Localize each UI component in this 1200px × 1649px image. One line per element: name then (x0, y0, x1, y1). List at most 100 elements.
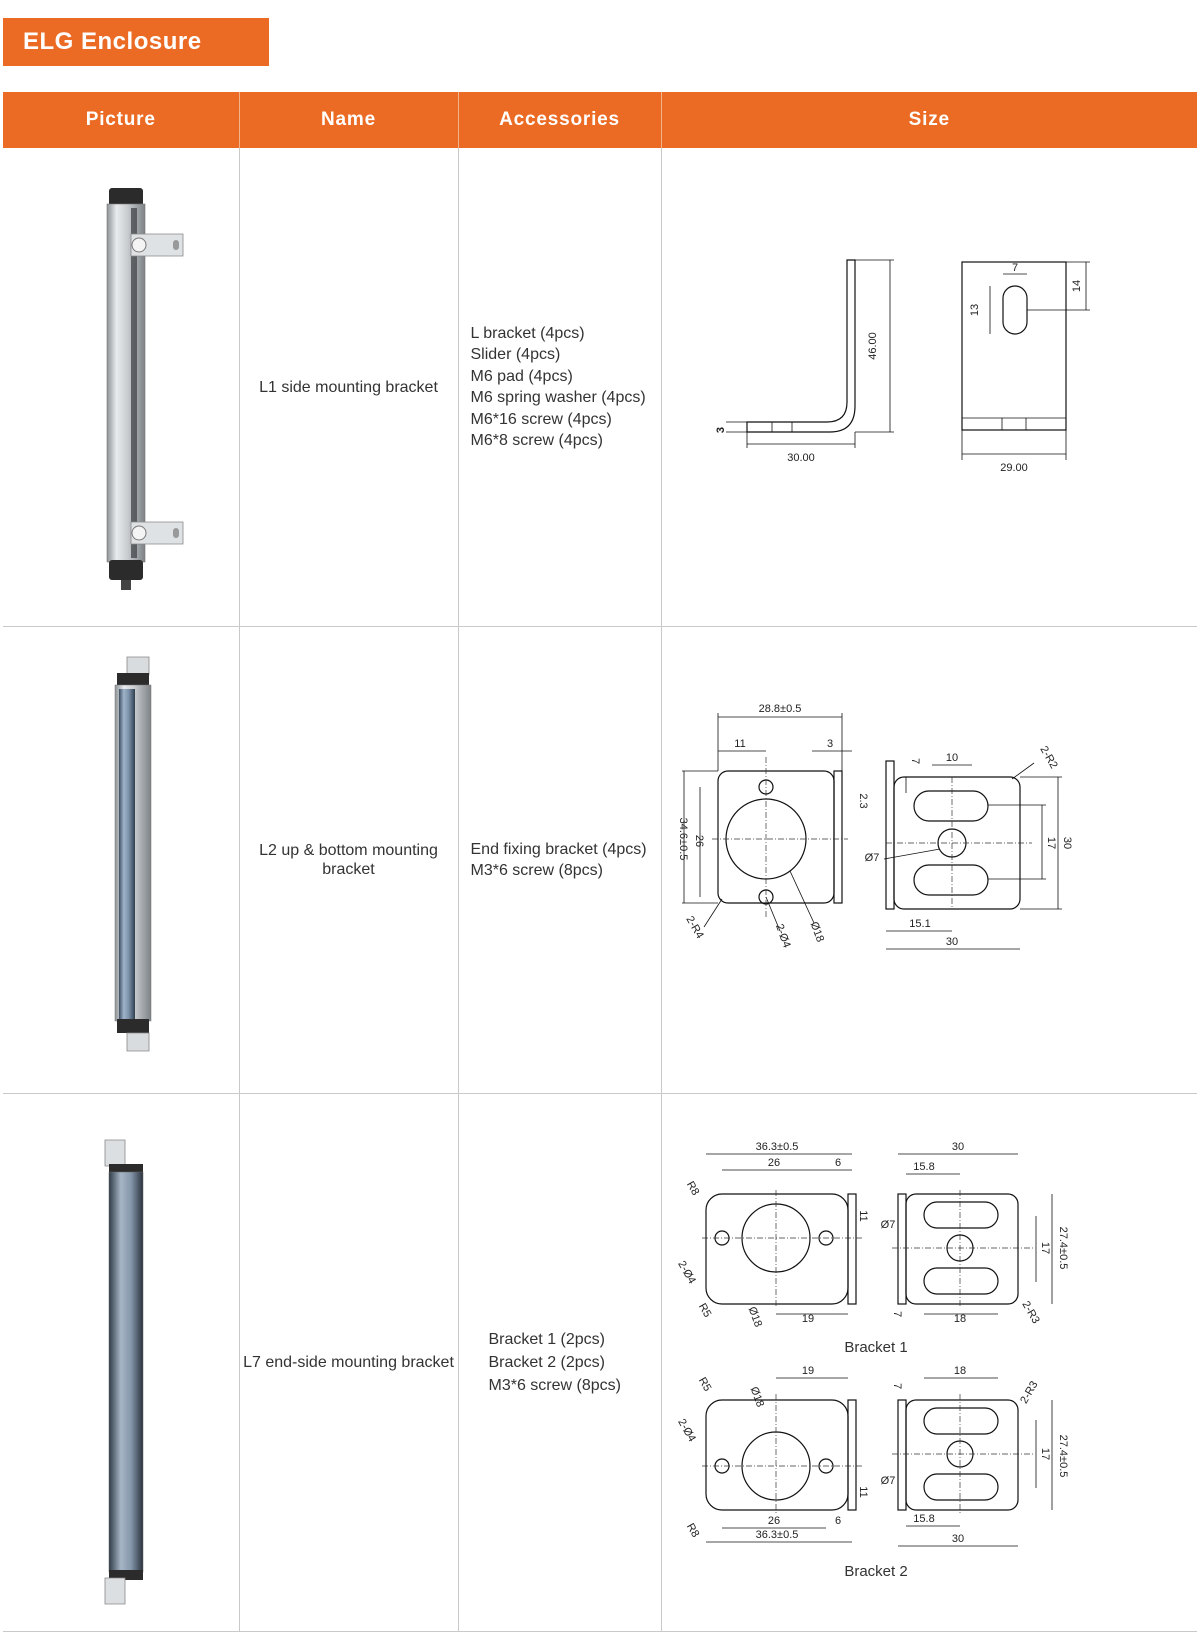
dim-label: 11 (734, 738, 745, 750)
l-bracket-drawing: 46.00 30.00 3 (715, 259, 1090, 474)
dim-label: R8 (683, 1521, 700, 1539)
dim-label: 36.3±0.5 (755, 1529, 798, 1541)
dim-label: Ø7 (880, 1475, 895, 1487)
end-side-bracket-drawing: 36.3±0.5 26 6 R8 11 2-Ø4 R5 Ø18 19 (675, 1141, 1069, 1580)
dim-label: 26 (767, 1515, 779, 1527)
dim-label: 27.4±0.5 (1057, 1227, 1069, 1270)
dim-label: 7 (909, 758, 921, 764)
table-row: L7 end-side mounting bracket Bracket 1 (… (3, 1093, 1197, 1632)
accessories-list: Bracket 1 (2pcs) Bracket 2 (2pcs) M3*6 s… (489, 1328, 661, 1397)
dim-label: Ø18 (747, 1385, 765, 1409)
product-name: L7 end-side mounting bracket (243, 1354, 454, 1371)
product-table: Picture Name Accessories Size (3, 92, 1197, 1632)
dim-label: 7 (1011, 262, 1017, 274)
light-curtain-side-bracket-icon (106, 188, 184, 590)
list-item: M3*6 screw (8pcs) (488, 1377, 621, 1394)
dim-label: 3 (826, 738, 832, 750)
table-row: L1 side mounting bracket L bracket (4pcs… (3, 148, 1197, 627)
dim-label: 17 (1045, 837, 1057, 849)
dim-label: Ø7 (880, 1219, 895, 1231)
dim-label: R8 (683, 1179, 700, 1197)
bracket-2-caption: Bracket 2 (844, 1563, 907, 1580)
dim-label: 46.00 (867, 332, 879, 360)
dim-label: 19 (801, 1313, 813, 1325)
dim-label: 18 (953, 1365, 965, 1377)
size-cell: 46.00 30.00 3 (660, 148, 1197, 627)
product-name: L2 up & bottom mounting bracket (259, 842, 438, 878)
dim-label: 30 (945, 936, 957, 948)
accessories-list: End fixing bracket (4pcs) M3*6 screw (8p… (471, 839, 661, 882)
bracket-1-caption: Bracket 1 (844, 1339, 907, 1356)
dim-label: R5 (695, 1301, 712, 1319)
dim-label: 2-Ø4 (772, 922, 792, 949)
dim-label: 15.1 (909, 918, 930, 930)
picture-cell (3, 1093, 239, 1632)
picture-cell (3, 148, 239, 627)
dim-label: 26 (693, 835, 705, 847)
dim-label: 15.8 (913, 1161, 934, 1173)
dim-label: 34.6±0.5 (677, 818, 689, 861)
dim-label: 2-Ø4 (675, 1259, 698, 1286)
table-header-row: Picture Name Accessories Size (3, 92, 1197, 148)
end-fixing-bracket-drawing: 28.8±0.5 11 3 2.3 34.6±0.5 26 2-R4 (677, 703, 1073, 950)
dim-label: 15.8 (913, 1513, 934, 1525)
dim-label: 2-R3 (1018, 1379, 1040, 1406)
dim-label: Ø18 (807, 920, 825, 944)
name-cell: L7 end-side mounting bracket (238, 1093, 458, 1632)
dim-label: 6 (834, 1515, 840, 1527)
dim-label: 30.00 (787, 452, 815, 464)
list-item: L bracket (4pcs) (470, 324, 585, 342)
accessories-cell: Bracket 1 (2pcs) Bracket 2 (2pcs) M3*6 s… (457, 1093, 661, 1632)
list-item: Bracket 1 (2pcs) (488, 1331, 605, 1348)
list-item: M6 spring washer (4pcs) (470, 389, 646, 406)
dim-label: Ø18 (745, 1305, 763, 1329)
dim-label: 29.00 (1000, 462, 1028, 474)
dim-label: 18 (953, 1313, 965, 1325)
list-item: M3*6 screw (8pcs) (470, 862, 603, 879)
list-item: Slider (4pcs) (470, 346, 561, 363)
name-cell: L2 up & bottom mounting bracket (238, 626, 458, 1094)
dim-label: 7 (891, 1311, 903, 1317)
list-item: M6*16 screw (4pcs) (470, 410, 612, 428)
light-curtain-end-bracket-icon (114, 656, 152, 1052)
dim-label: 2-Ø4 (675, 1417, 698, 1444)
section-title: ELG Enclosure (3, 18, 269, 66)
dim-label: 30 (951, 1533, 963, 1545)
accessories-list: L bracket (4pcs) Slider (4pcs) M6 pad (4… (471, 323, 661, 452)
dim-label: 36.3±0.5 (755, 1141, 798, 1153)
dim-label: 19 (801, 1365, 813, 1377)
dim-label: 11 (857, 1210, 869, 1221)
dim-label: 26 (767, 1157, 779, 1169)
dim-label: 27.4±0.5 (1057, 1435, 1069, 1478)
dim-label: Ø7 (864, 852, 879, 864)
dim-label: 30 (951, 1141, 963, 1153)
dim-label: 13 (969, 304, 981, 316)
size-cell: 28.8±0.5 11 3 2.3 34.6±0.5 26 2-R4 (660, 626, 1197, 1094)
header-name: Name (238, 92, 458, 148)
dim-label: 2.3 (857, 793, 869, 808)
name-cell: L1 side mounting bracket (238, 148, 458, 627)
list-item: M6*8 screw (4pcs) (470, 432, 603, 449)
dim-label: 17 (1039, 1448, 1051, 1460)
dim-label: 30 (1061, 837, 1073, 849)
product-name: L1 side mounting bracket (259, 378, 438, 396)
accessories-cell: End fixing bracket (4pcs) M3*6 screw (8p… (457, 626, 661, 1094)
header-picture: Picture (3, 92, 239, 148)
dim-label: 14 (1071, 280, 1083, 292)
table-row: L2 up & bottom mounting bracket End fixi… (3, 626, 1197, 1094)
accessories-cell: L bracket (4pcs) Slider (4pcs) M6 pad (4… (457, 148, 661, 627)
size-cell: 36.3±0.5 26 6 R8 11 2-Ø4 R5 Ø18 19 (660, 1093, 1197, 1632)
list-item: Bracket 2 (2pcs) (488, 1354, 605, 1371)
dim-label: R5 (695, 1375, 712, 1393)
dim-label: 6 (834, 1157, 840, 1169)
dim-label: 2-R4 (683, 914, 705, 941)
dim-label: 11 (857, 1486, 869, 1497)
dim-label: 10 (945, 752, 957, 764)
header-size: Size (660, 92, 1197, 148)
dim-label: 2-R3 (1019, 1299, 1041, 1326)
light-curtain-end-side-bracket-icon (104, 1139, 144, 1605)
dim-label: 7 (891, 1383, 903, 1389)
dim-label: 28.8±0.5 (758, 703, 801, 715)
list-item: End fixing bracket (4pcs) (470, 840, 647, 858)
dim-label: 3 (715, 427, 727, 433)
